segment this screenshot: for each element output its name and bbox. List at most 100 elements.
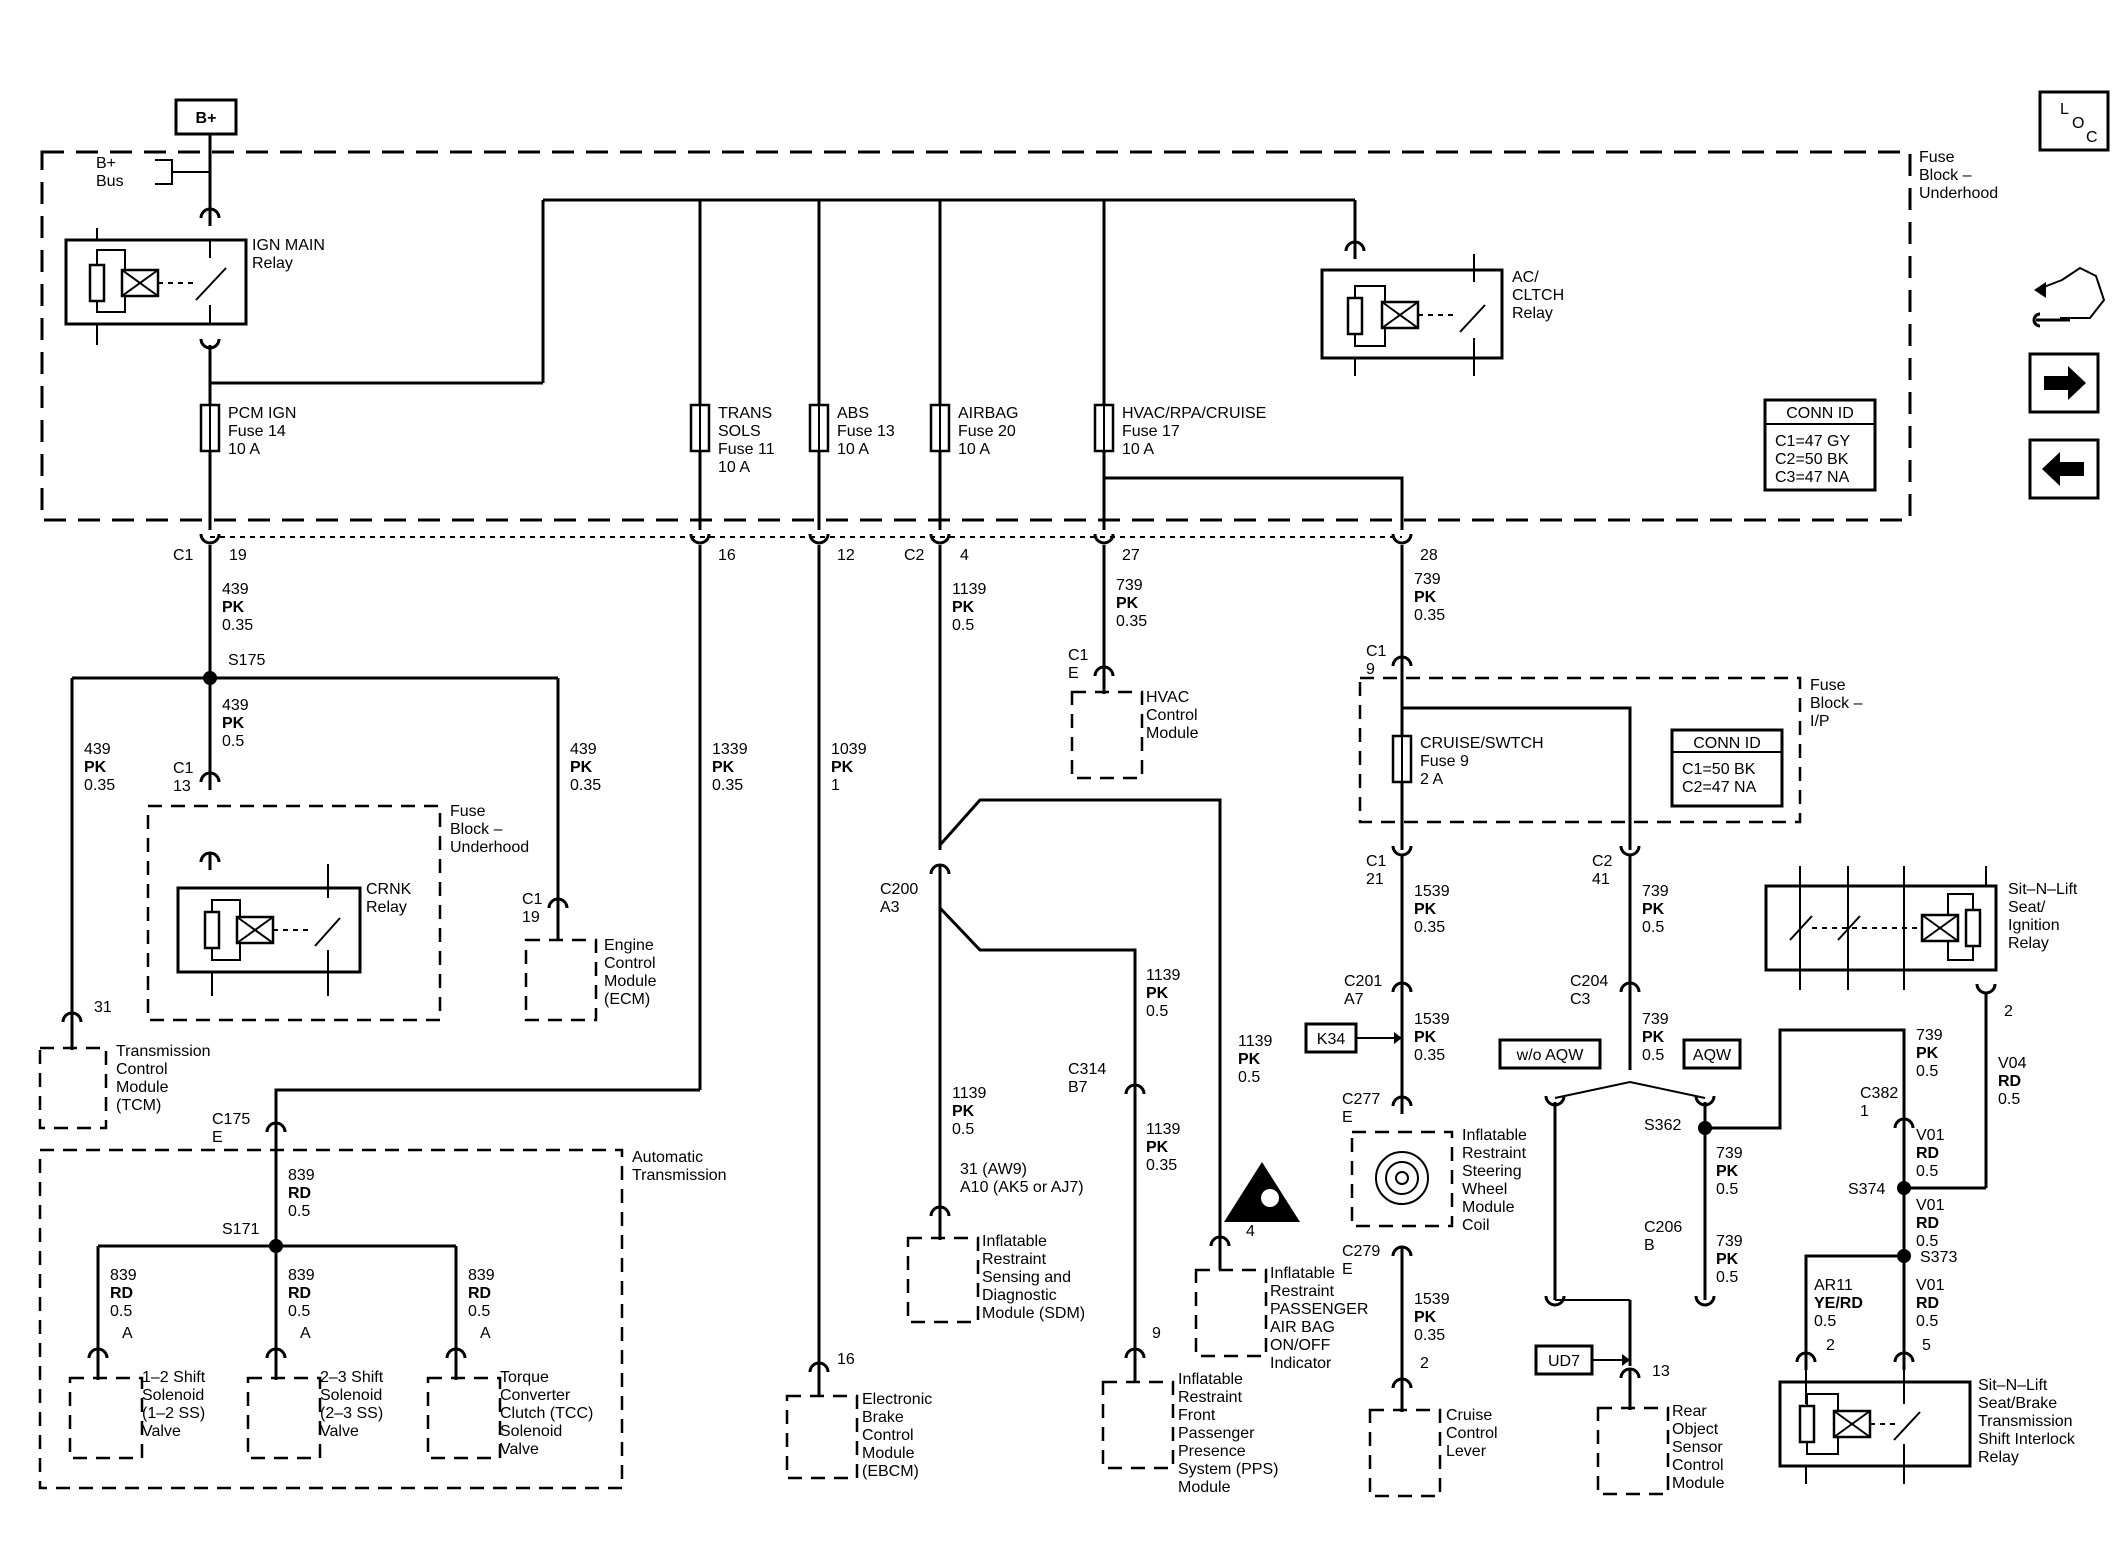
ign-relay-coil-lead <box>96 249 126 270</box>
wire-label-line: 0.5 <box>952 1121 974 1138</box>
ss12-module-label-line: (1–2 SS) <box>142 1405 205 1422</box>
loc-button[interactable] <box>2038 90 2110 152</box>
arrow-left-icon[interactable] <box>2042 452 2084 486</box>
conn-label: A <box>122 1325 133 1342</box>
conn-label-line: 16 <box>718 547 736 564</box>
c314-conn <box>1124 1083 1146 1095</box>
conn-label: 31 (AW9)A10 (AK5 or AJ7) <box>960 1161 1084 1196</box>
tcc-module <box>426 1376 502 1460</box>
ebcm-label-line: (EBCM) <box>862 1463 919 1480</box>
cruise-fuse-label-line: Fuse 9 <box>1420 753 1469 770</box>
splice-label: S171 <box>222 1221 259 1238</box>
conn-label-line: C1 <box>173 547 194 564</box>
c1-9-conn <box>1391 655 1413 667</box>
wire-label-line: 839 <box>288 1267 315 1284</box>
snl-lead <box>1947 893 1974 915</box>
next-button[interactable] <box>2028 352 2100 414</box>
wire-label-line: 0.5 <box>1146 1003 1168 1020</box>
wire-label-line: PK <box>952 599 975 616</box>
ss23-module-label-line: Solenoid <box>320 1387 382 1404</box>
k34-label-line: K34 <box>1317 1031 1346 1048</box>
wire-label-line: 0.5 <box>468 1303 490 1320</box>
conn-label: 5 <box>1922 1337 1931 1354</box>
c2-41-conn <box>1619 845 1641 857</box>
crnk-relay <box>176 886 362 974</box>
wire-label-line: 0.5 <box>288 1203 310 1220</box>
k34-label: K34 <box>1317 1031 1346 1048</box>
wire-label-line: 0.5 <box>1716 1181 1738 1198</box>
vehicle-wrench-icon[interactable] <box>2035 266 2106 319</box>
conn-label-line: 9 <box>1152 1325 1161 1342</box>
coil-label-line: Module <box>1462 1199 1515 1216</box>
wire-label-line: 439 <box>570 741 597 758</box>
sdm-label-line: Restraint <box>982 1251 1047 1268</box>
rear-obj-module <box>1596 1406 1670 1496</box>
wo-aqw-label: w/o AQW <box>1516 1047 1585 1064</box>
wire-label-line: 839 <box>110 1267 137 1284</box>
conn-label: 31 <box>94 999 112 1016</box>
wire-label-line: PK <box>712 759 735 776</box>
crnk-relay-label-line: Relay <box>366 899 407 916</box>
wire-label-line: 0.5 <box>1814 1313 1836 1330</box>
pps-label-line: Passenger <box>1178 1425 1255 1442</box>
conn-label-line: 16 <box>837 1351 855 1368</box>
hvac-branch <box>1104 476 1404 530</box>
ss23-module-label-line: (2–3 SS) <box>320 1405 383 1422</box>
airbag-warning-icon <box>1224 1162 1300 1222</box>
b-plus-label-line: B+ <box>196 110 217 127</box>
ud7-arrow-head <box>1622 1354 1630 1366</box>
crnk-resistor <box>203 910 221 950</box>
c201-conn <box>1391 981 1413 993</box>
conn-label-line: 41 <box>1592 871 1610 888</box>
fuse-block-connector <box>199 533 221 545</box>
conn-label: 16 <box>718 547 736 564</box>
wire <box>274 1088 700 1126</box>
wires <box>38 90 2110 1498</box>
trans-sols-fuse-label-line: SOLS <box>718 423 761 440</box>
conn-id-rows-line: C1=50 BK <box>1682 761 1756 778</box>
vehicle-wrench-icon-tool[interactable] <box>2032 312 2070 328</box>
wire-label-line: V01 <box>1916 1277 1945 1294</box>
wire-label-line: PK <box>1414 1029 1437 1046</box>
wire-label-line: 0.5 <box>1642 1047 1664 1064</box>
wire-label-line: 839 <box>288 1167 315 1184</box>
ac-relay-lead <box>1354 285 1386 302</box>
tcm-label-line: Transmission <box>116 1043 211 1060</box>
wire-label-line: 1039 <box>831 741 867 758</box>
conn-label-line: 19 <box>522 909 540 926</box>
sdm-module <box>906 1236 980 1324</box>
ac-clutch-relay-label-line: Relay <box>1512 305 1553 322</box>
conn-label-line: 27 <box>1122 547 1140 564</box>
b-plus-label: B+ <box>196 110 217 127</box>
vehicle-wrench-icon-arrow[interactable] <box>2034 282 2046 298</box>
tcm-conn <box>61 1011 83 1023</box>
coil-label-line: Coil <box>1462 1217 1490 1234</box>
bus-bracket <box>155 159 173 185</box>
wire-label-line: 1139 <box>1146 967 1181 984</box>
conn-label: 28 <box>1420 547 1438 564</box>
ss23-module <box>246 1376 322 1460</box>
conn-label-line: 31 (AW9) <box>960 1161 1027 1178</box>
wire-label-line: 0.35 <box>570 777 601 794</box>
solenoid-conn <box>445 1347 467 1359</box>
loc-letter: O <box>2072 115 2084 132</box>
cruise-lever-label-line: Cruise <box>1446 1407 1492 1424</box>
arrow-right-icon[interactable] <box>2044 366 2086 400</box>
wire-label-line: 0.5 <box>288 1303 310 1320</box>
ss23-module-label-line: Valve <box>320 1423 359 1440</box>
previous-button[interactable] <box>2028 438 2100 500</box>
wire-label-line: PK <box>1716 1251 1739 1268</box>
conn-id-ip-box <box>1670 728 1784 808</box>
tcc-module-label-line: Converter <box>500 1387 571 1404</box>
